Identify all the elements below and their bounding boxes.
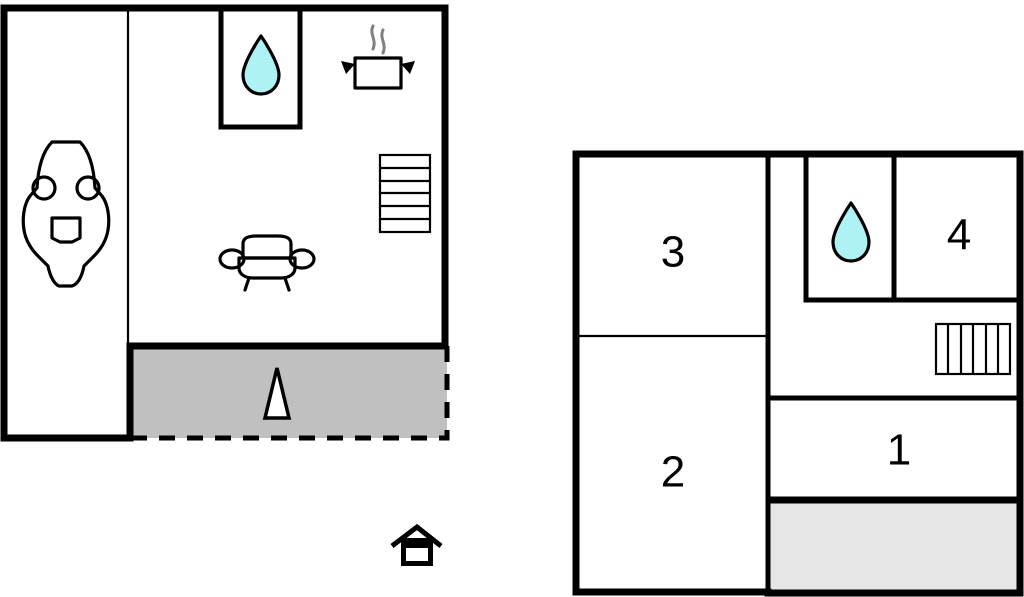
upper-floor-terrace — [768, 500, 1020, 597]
water-drop-icon — [241, 34, 281, 96]
north-arrow-icon — [262, 367, 292, 420]
ground-floor-outer-wall — [0, 4, 449, 442]
car-icon — [21, 140, 111, 288]
room-label-4: 4 — [947, 211, 971, 260]
upper-floor-plan: 3 2 4 1 — [572, 150, 1024, 597]
room-label-2: 2 — [661, 448, 685, 497]
ground-floor-terrace — [130, 346, 447, 438]
terrace-dashed-boundary — [130, 346, 450, 441]
upper-bathroom-room4-walls — [803, 155, 1018, 303]
sofa-icon — [218, 234, 316, 292]
room-label-1: 1 — [887, 426, 911, 475]
stairs-icon — [934, 322, 1012, 376]
cooking-pot-icon — [341, 24, 415, 90]
stairs-icon — [378, 153, 432, 234]
house-icon — [390, 523, 443, 566]
ground-floor-plan — [0, 4, 450, 442]
water-drop-icon — [831, 201, 871, 263]
room-label-3: 3 — [661, 228, 685, 277]
ground-floor-bathroom-walls — [218, 8, 303, 130]
